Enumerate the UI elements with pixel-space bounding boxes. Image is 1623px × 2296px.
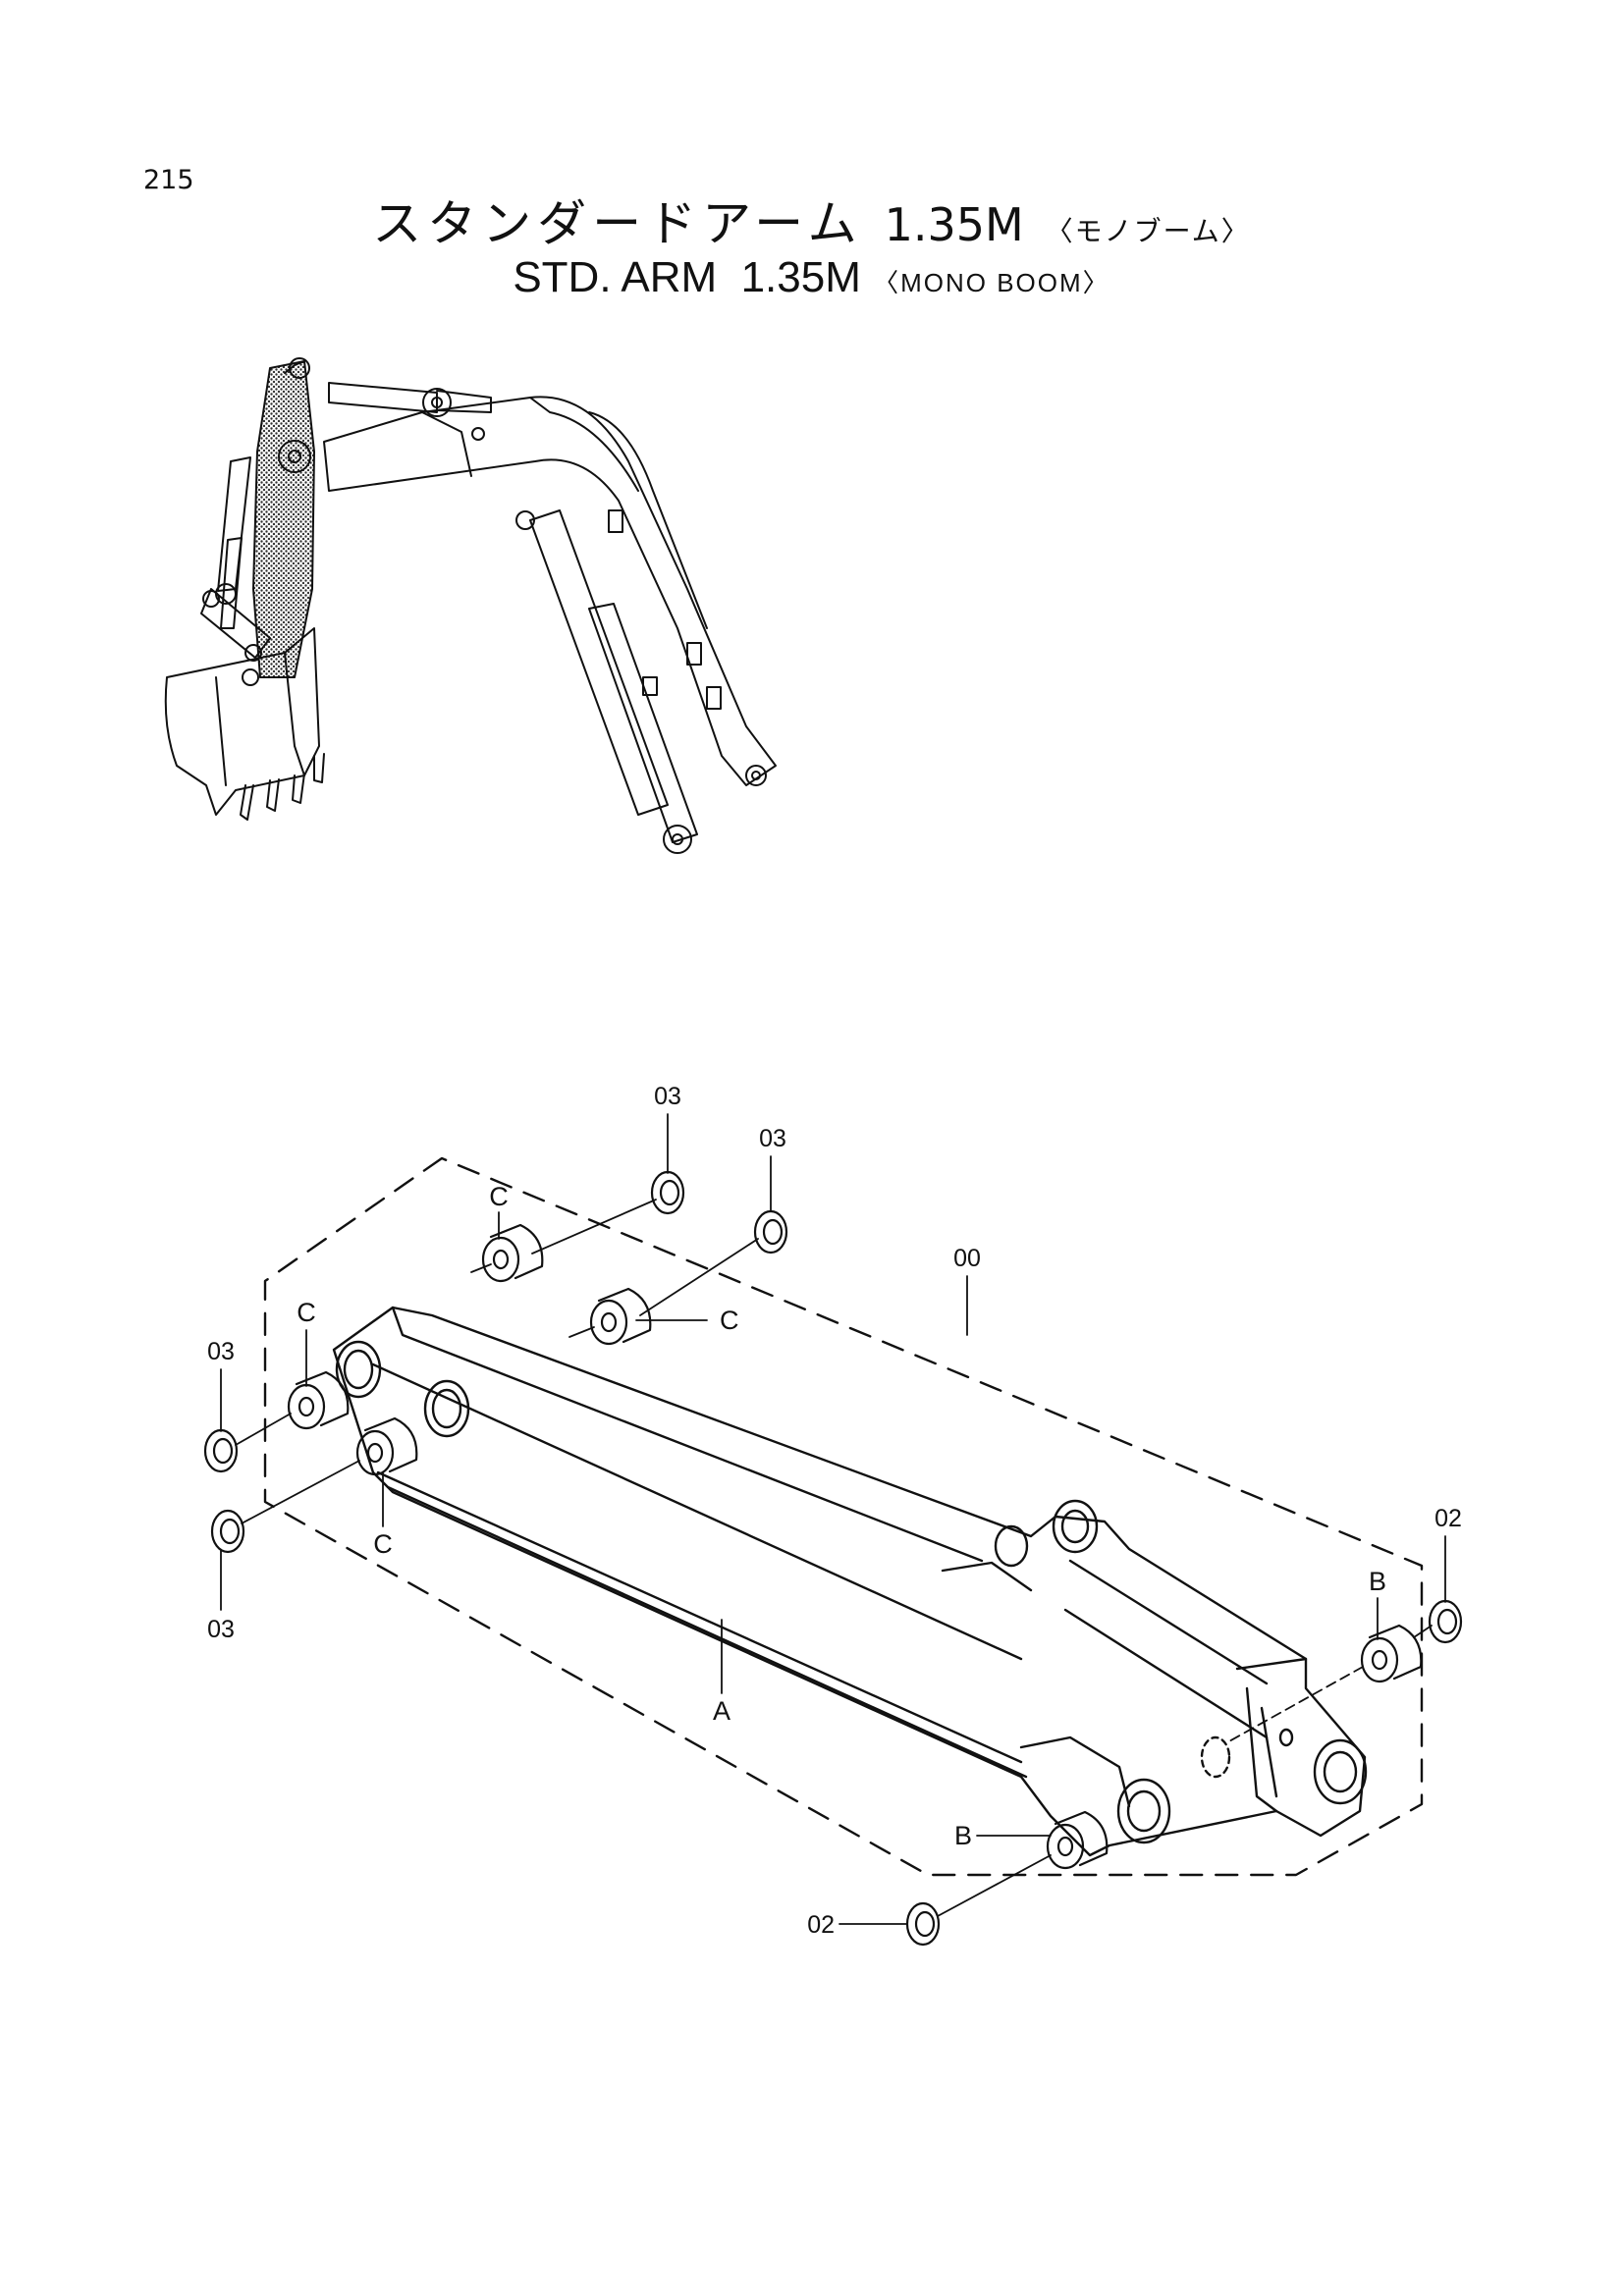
callout-c-mid: C: [720, 1306, 739, 1335]
arm-cylinder: [328, 382, 492, 417]
bushing-c-2: [589, 1287, 652, 1346]
boom-cylinder: [515, 509, 698, 854]
title-jp-main: スタンダードアーム: [372, 195, 863, 252]
callout-b-right: B: [1369, 1567, 1386, 1596]
title-english: STD. ARM 1.35M 〈MONO BOOM〉: [0, 253, 1623, 302]
title-en-size: 1.35M: [740, 253, 861, 301]
bushing-b-2: [1046, 1810, 1109, 1870]
exploded-arm-view: 03 03 C C C 03 C 03 00 A B 02 B 02: [203, 1083, 1463, 1947]
washer-03-top-1: [650, 1170, 685, 1215]
bushing-c-3: [287, 1370, 350, 1430]
bushing-c-4: [355, 1416, 418, 1476]
bucket-cylinder: [215, 456, 251, 629]
bucket: [164, 627, 325, 821]
callout-00-assembly: 00: [953, 1245, 981, 1272]
washer-03-left-2: [210, 1509, 245, 1554]
title-jp-variant: 〈モノブーム〉: [1045, 215, 1251, 247]
callout-c-left: C: [297, 1298, 316, 1327]
callout-03-left-1: 03: [207, 1338, 235, 1365]
bushing-c-1: [481, 1223, 544, 1283]
bushing-b-1: [1360, 1624, 1423, 1683]
callout-a-arm: A: [713, 1696, 730, 1726]
callout-03-left-2: 03: [207, 1616, 235, 1643]
bucket-linkage: [200, 588, 271, 662]
callout-c-top: C: [489, 1182, 509, 1211]
washer-02-right: [1428, 1599, 1463, 1644]
arm-body: [332, 1306, 1368, 1857]
washer-03-top-2: [753, 1209, 788, 1255]
title-jp-size: 1.35M: [884, 198, 1024, 251]
boom-outline: [323, 396, 777, 786]
washer-03-left-1: [203, 1428, 239, 1473]
callout-c-bottom: C: [373, 1529, 393, 1559]
callout-02-bottom: 02: [807, 1911, 835, 1939]
title-en-main: STD. ARM: [513, 253, 718, 301]
callout-03-top-2: 03: [759, 1125, 786, 1152]
title-en-variant: 〈MONO BOOM〉: [873, 268, 1110, 297]
callout-03-top-1: 03: [654, 1083, 681, 1110]
page-number: 215: [143, 165, 194, 195]
title-japanese: スタンダードアーム 1.35M 〈モノブーム〉: [0, 185, 1623, 255]
callout-02-right: 02: [1434, 1505, 1462, 1532]
washer-02-bottom: [905, 1901, 941, 1947]
arm-highlighted: [252, 357, 315, 678]
assembly-boundary: [263, 1156, 1424, 1877]
callout-b-bottom: B: [954, 1821, 972, 1850]
assembly-lines: [235, 1199, 1433, 1917]
overview-excavator-illustration: [164, 357, 777, 854]
leader-lines: [220, 1113, 1446, 1925]
